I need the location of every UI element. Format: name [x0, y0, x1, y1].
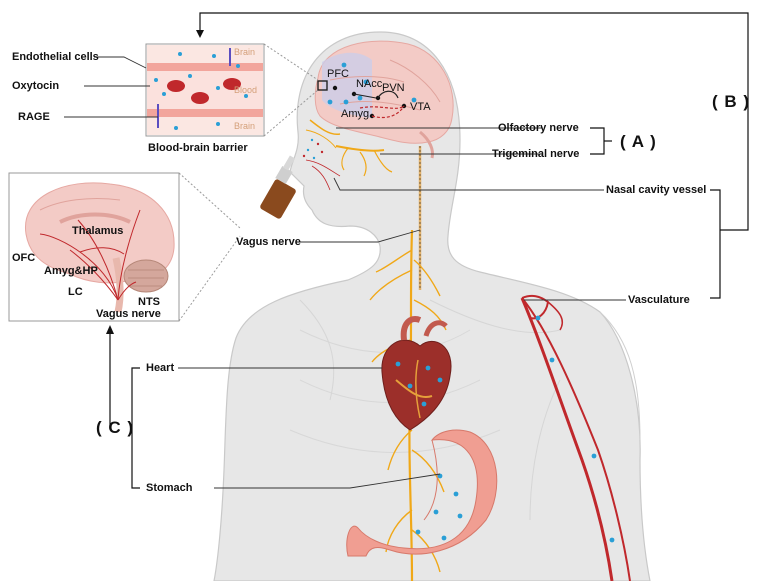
label-blood-brain-barrier: Blood-brain barrier — [148, 142, 248, 154]
body-silhouette — [213, 31, 651, 581]
label-nasal-cavity-vessel: Nasal cavity vessel — [606, 184, 707, 196]
brain-inset — [8, 172, 180, 322]
bracket-a-shape — [590, 127, 612, 155]
leader-lines — [64, 56, 626, 489]
label-thalamus: Thalamus — [72, 225, 124, 237]
label-lc: LC — [68, 286, 83, 298]
label-bbb-brain-top: Brain — [234, 47, 256, 57]
label-vagus-nerve: Vagus nerve — [236, 236, 301, 248]
label-olfactory-nerve: Olfactory nerve — [498, 122, 579, 134]
label-nts: NTS — [138, 296, 160, 308]
label-rage: RAGE — [18, 111, 50, 123]
label-amyg: Amyg — [341, 108, 370, 120]
label-oxytocin: Oxytocin — [12, 80, 60, 92]
label-nacc: NAcc — [356, 78, 383, 90]
bbb-zoom-line-top — [263, 43, 319, 81]
label-pvn: PVN — [382, 82, 405, 94]
label-vta: VTA — [410, 101, 431, 113]
bracket-b-shape — [196, 12, 749, 299]
pfc-marker-box — [317, 80, 328, 91]
brain-oxytocin-dots — [327, 62, 417, 105]
label-trigeminal-nerve: Trigeminal nerve — [492, 148, 580, 160]
brain-inset-zoom-top — [178, 172, 241, 229]
label-vasculature: Vasculature — [628, 294, 690, 306]
label-stomach: Stomach — [146, 482, 193, 494]
label-bbb-brain-bottom: Brain — [234, 121, 256, 131]
label-heart: Heart — [146, 362, 175, 374]
brain-inset-zoom-bottom — [178, 235, 241, 322]
bbb-inset — [145, 43, 265, 137]
stomach — [346, 429, 498, 557]
arm-vasculature — [520, 294, 631, 581]
label-bbb-blood: Blood — [234, 85, 258, 95]
label-amyg-hp: Amyg&HP — [44, 265, 98, 277]
label-bracket-b: ( B ) — [712, 92, 751, 111]
nasal-spray-bottle — [260, 155, 296, 219]
label-ofc: OFC — [12, 252, 36, 264]
bracket-c-shape — [106, 325, 140, 489]
label-endothelial-cells: Endothelial cells — [12, 51, 99, 63]
label-bracket-a: ( A ) — [620, 132, 657, 151]
nasal-vessels — [305, 159, 341, 191]
trigeminal-nerve — [335, 145, 393, 177]
label-pfc: PFC — [327, 68, 349, 80]
olfactory-region — [302, 119, 341, 160]
neural-circuit — [332, 85, 407, 119]
label-vagus-nerve-inset: Vagus nerve — [96, 308, 161, 320]
label-bracket-c: ( C ) — [96, 418, 135, 437]
heart — [381, 316, 452, 431]
